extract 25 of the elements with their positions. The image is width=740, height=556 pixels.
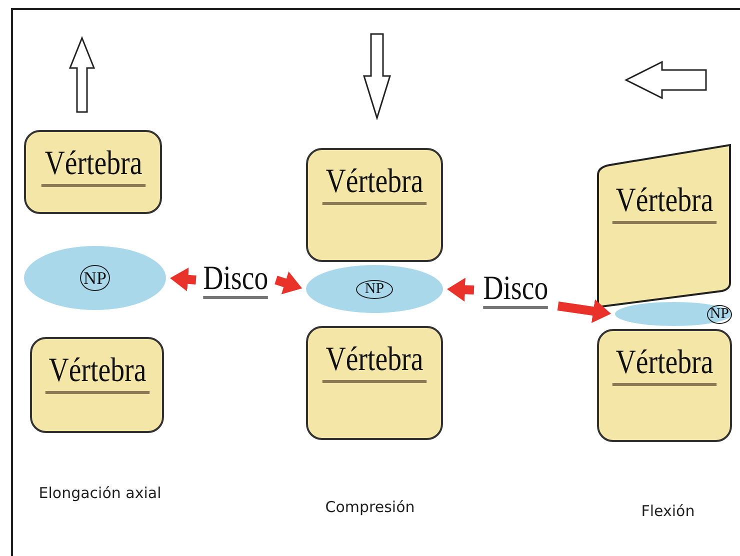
np-label: NP xyxy=(80,265,110,291)
arrow xyxy=(447,278,474,302)
vertebra-label: Vértebra xyxy=(322,342,427,383)
vertebra-label: Vértebra xyxy=(322,164,427,205)
vertebra-label: Vértebra xyxy=(612,345,717,386)
vertebra-block xyxy=(306,326,443,440)
vertebra-block xyxy=(24,130,162,214)
vertebra-block xyxy=(597,329,732,442)
vertebra-label: Vértebra xyxy=(40,146,146,187)
caption: Elongación axial xyxy=(38,484,162,502)
vertebra-block xyxy=(596,143,732,309)
arrow xyxy=(557,299,612,323)
arrow xyxy=(170,267,196,292)
disc-label: Disco xyxy=(203,260,269,300)
arrow xyxy=(274,271,302,294)
disc-label: Disco xyxy=(483,270,549,310)
vertebra-block xyxy=(306,148,443,262)
np-label: NP xyxy=(356,280,394,298)
vertebra-label: Vértebra xyxy=(44,353,150,394)
vertebra-block xyxy=(30,337,164,433)
vertebra-label: Vértebra xyxy=(612,183,716,224)
caption: Flexión xyxy=(641,502,695,520)
caption: Compresión xyxy=(325,498,415,516)
nucleus-disc xyxy=(615,302,732,326)
np-label: NP xyxy=(706,304,732,324)
